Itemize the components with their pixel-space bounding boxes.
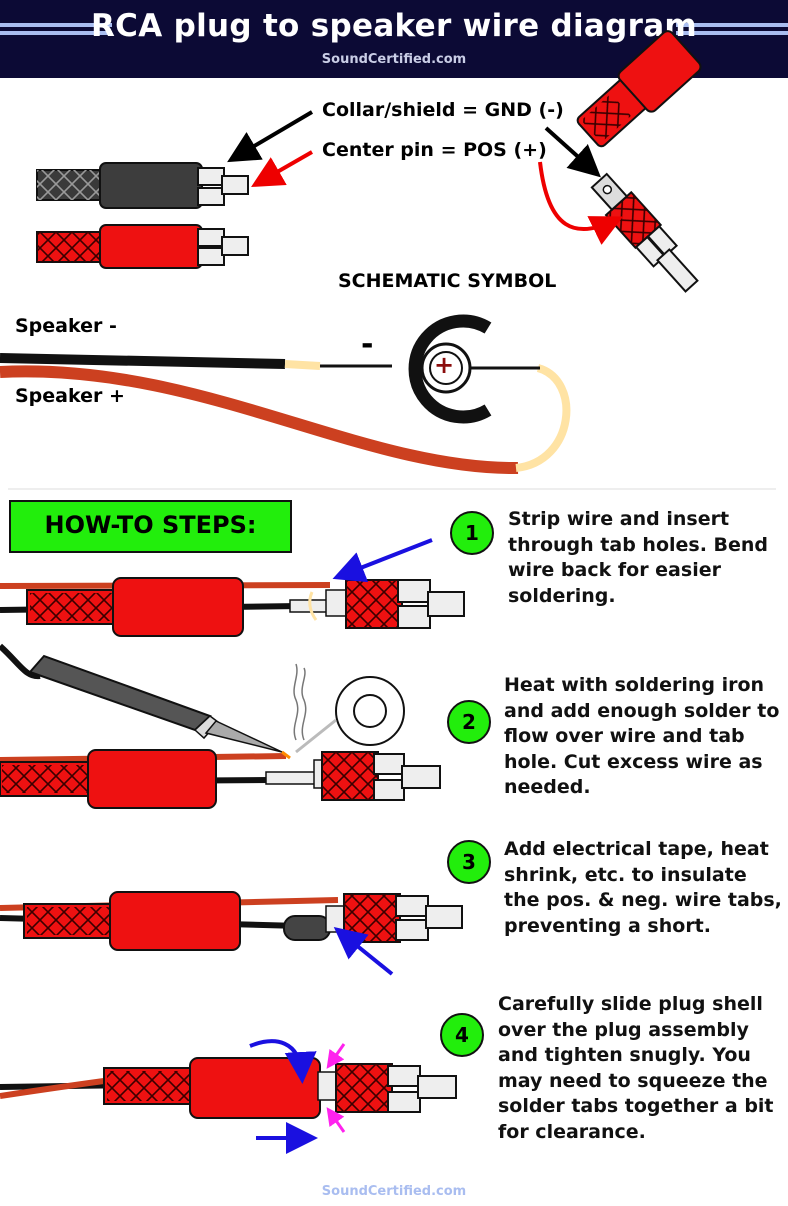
site-name: SoundCertified.com xyxy=(321,52,467,67)
squeeze-arrow-bottom xyxy=(326,1107,346,1133)
center-pin-arrow xyxy=(251,150,313,187)
schematic-label: SCHEMATIC SYMBOL xyxy=(338,270,557,292)
speaker-pos-label: Speaker + xyxy=(15,385,125,407)
step-text: Strip wire and insert through tab holes.… xyxy=(508,508,769,607)
header-line-left xyxy=(0,23,112,27)
squeeze-arrow-top xyxy=(326,1043,346,1069)
step1-illustration xyxy=(0,577,465,637)
step3-arrow xyxy=(333,926,394,976)
speaker-neg-label: Speaker - xyxy=(15,315,117,337)
howto-heading: HOW-TO STEPS: xyxy=(9,500,292,553)
collar-arrow-right xyxy=(544,126,601,178)
page-title: RCA plug to speaker wire diagram xyxy=(90,8,698,44)
step4-illustration xyxy=(0,1057,457,1119)
step4-arrow-top xyxy=(249,1039,317,1084)
step-number: 3 xyxy=(447,840,491,884)
step-text: Heat with soldering iron and add enough … xyxy=(504,674,780,799)
step-text: Carefully slide plug shell over the plug… xyxy=(498,993,774,1143)
header-line-right xyxy=(676,31,788,35)
speaker-wires xyxy=(0,353,571,475)
center-pin-arrow-right xyxy=(538,161,624,245)
collar-label: Collar/shield = GND (-) xyxy=(322,99,564,121)
step2-illustration xyxy=(0,643,441,809)
step1-arrow xyxy=(332,538,433,583)
minus-sign: - xyxy=(361,327,374,362)
center-pin-label: Center pin = POS (+) xyxy=(322,139,547,161)
header-line-left xyxy=(0,31,112,35)
howto-title: HOW-TO STEPS: xyxy=(44,511,257,539)
step3-illustration xyxy=(0,891,463,951)
collar-arrow xyxy=(227,110,314,163)
rca-plug-core xyxy=(590,172,699,293)
step-text: Add electrical tape, heat shrink, etc. t… xyxy=(504,838,782,937)
rca-plug-black xyxy=(36,162,249,209)
header-line-right xyxy=(676,23,788,27)
step-number: 1 xyxy=(450,511,494,555)
plus-sign: + xyxy=(434,351,455,379)
step-number: 2 xyxy=(447,700,491,744)
rca-plug-disassembled xyxy=(576,30,702,148)
step-number: 4 xyxy=(440,1013,484,1057)
schematic-symbol xyxy=(408,314,492,424)
footer-site: SoundCertified.com xyxy=(321,1184,467,1199)
rca-plug-red xyxy=(36,224,249,269)
